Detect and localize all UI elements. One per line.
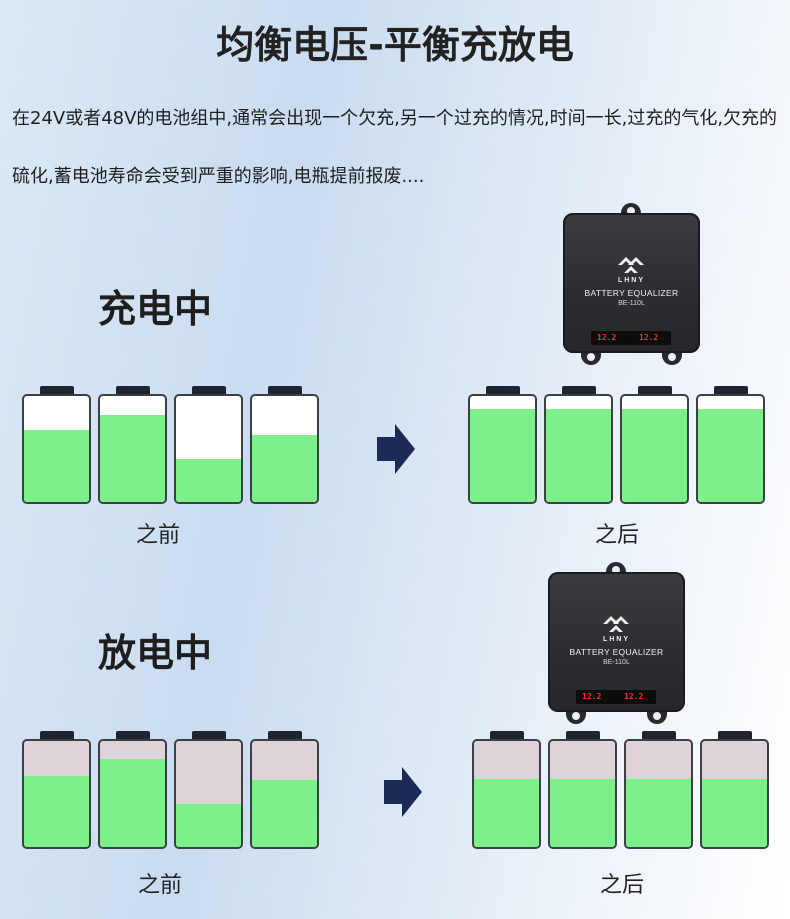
discharging-before-label: 之前 xyxy=(137,873,182,898)
description-text: 在24V或者48V的电池组中,通常会出现一个欠充,另一个过充的情况,时间一长,过… xyxy=(12,108,778,187)
battery-charging-before-1 xyxy=(22,386,91,504)
battery-equalizer-device: LHNY BATTERY EQUALIZER BE-110L 12.2 12.2 xyxy=(563,203,700,365)
battery-discharging-before-2 xyxy=(98,731,167,849)
charging-before-label: 之前 xyxy=(135,523,180,548)
lhny-logo-icon xyxy=(618,257,644,273)
device-model: BE-110L xyxy=(618,300,645,307)
battery-charging-before-4 xyxy=(250,386,319,504)
battery-charging-after-3 xyxy=(620,386,689,504)
battery-discharging-after-1 xyxy=(472,731,541,849)
device-display: 12.2 12.2 xyxy=(576,690,656,704)
battery-discharging-after-4 xyxy=(700,731,769,849)
battery-discharging-before-4 xyxy=(250,731,319,849)
battery-charging-before-2 xyxy=(98,386,167,504)
device-product-name: BATTERY EQUALIZER xyxy=(569,647,664,657)
discharging-heading: 放电中 xyxy=(98,631,213,675)
battery-equalizer-device: LHNY BATTERY EQUALIZER BE-110L 12.2 12.2 xyxy=(548,562,685,724)
charging-heading: 充电中 xyxy=(98,287,213,331)
battery-charging-after-4 xyxy=(696,386,765,504)
page-title: 均衡电压-平衡充放电 xyxy=(216,23,574,67)
battery-discharging-after-2 xyxy=(548,731,617,849)
battery-charging-after-1 xyxy=(468,386,537,504)
arrow-right-icon xyxy=(377,424,415,474)
discharging-after-label: 之后 xyxy=(599,873,644,898)
charging-after-label: 之后 xyxy=(594,523,639,548)
lhny-logo-icon xyxy=(603,616,629,632)
device-product-name: BATTERY EQUALIZER xyxy=(584,288,679,298)
battery-discharging-before-3 xyxy=(174,731,243,849)
device-readout-right: 12.2 xyxy=(624,692,644,701)
arrow-right-icon xyxy=(384,767,422,817)
device-display: 12.2 12.2 xyxy=(591,331,671,345)
battery-discharging-before-1 xyxy=(22,731,91,849)
device-model: BE-110L xyxy=(603,659,630,666)
device-readout-right: 12.2 xyxy=(639,333,659,342)
battery-charging-before-3 xyxy=(174,386,243,504)
battery-charging-after-2 xyxy=(544,386,613,504)
device-brand: LHNY xyxy=(602,636,631,643)
device-readout-left: 12.2 xyxy=(597,333,617,342)
battery-discharging-after-3 xyxy=(624,731,693,849)
device-brand: LHNY xyxy=(617,277,646,284)
device-readout-left: 12.2 xyxy=(582,692,602,701)
